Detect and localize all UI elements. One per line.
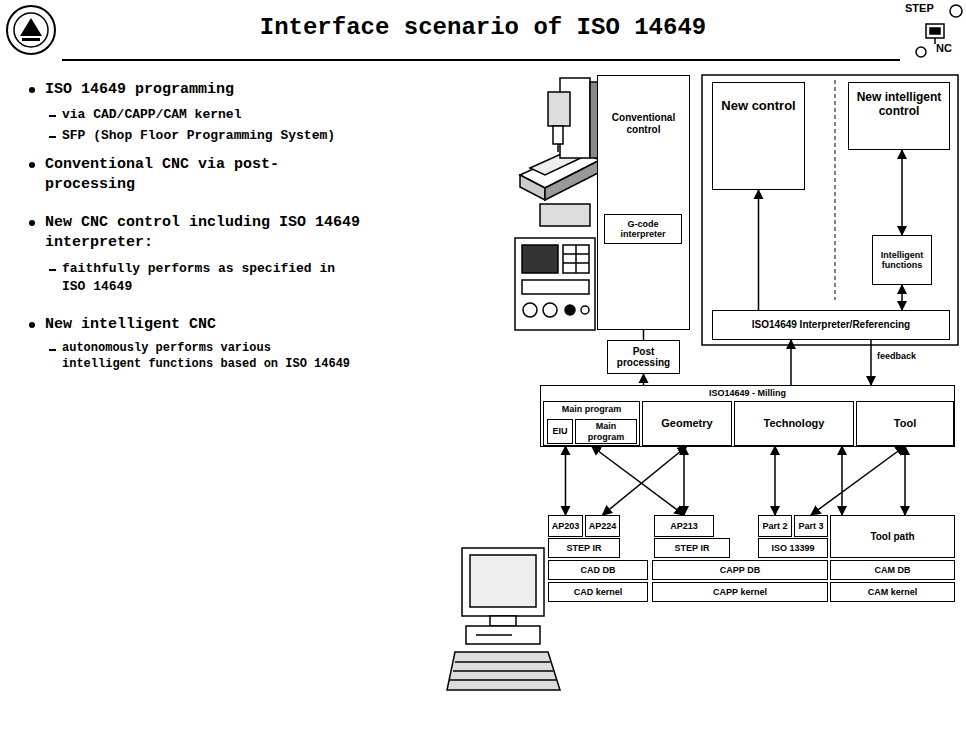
box-label: Post processing — [610, 346, 677, 369]
connector-arrow — [904, 446, 906, 515]
process-box: Main programEIUMain program — [543, 401, 640, 446]
logo-text: STEP — [905, 2, 934, 14]
box-label: Part 3 — [798, 521, 823, 531]
process-box: STEP IR — [654, 538, 730, 558]
box-label: Tool — [894, 417, 916, 430]
connector-arrow — [603, 446, 688, 515]
process-box: New intelligent control — [848, 82, 950, 150]
bullet-text: New intelligent CNC — [45, 315, 365, 335]
box-label: Main program — [562, 404, 622, 414]
process-box: CAPP DB — [652, 560, 828, 580]
process-box: STEP IR — [548, 538, 620, 558]
box-label: AP213 — [670, 521, 698, 531]
bullet-text: via CAD/CAPP/CAM kernel — [62, 106, 382, 124]
process-box: Post processing — [607, 340, 680, 374]
box-label: Main program — [578, 421, 634, 442]
box-label: CAPP DB — [720, 565, 760, 575]
box-label: Intelligent functions — [875, 250, 929, 271]
box-label: CAPP kernel — [713, 587, 767, 597]
box-label: G-code interpreter — [607, 219, 679, 240]
process-box: AP213 — [654, 515, 714, 537]
computer — [447, 548, 560, 690]
process-box: ISO 13399 — [758, 538, 828, 558]
box-label: ISO14649 - Milling — [709, 388, 786, 398]
box-label: New control — [721, 99, 795, 114]
process-box: CAM DB — [830, 560, 955, 580]
connector-arrow — [870, 340, 872, 385]
box-label: AP203 — [552, 521, 580, 531]
process-box: AP224 — [585, 515, 620, 537]
connector-arrow — [643, 374, 645, 385]
box-label: STEP IR — [675, 543, 710, 553]
bullet-text: New CNC control including ISO 14649 inte… — [45, 213, 375, 254]
box-label: CAM DB — [875, 565, 911, 575]
cnc-control-panel — [515, 238, 595, 330]
logo-text: NC — [936, 42, 952, 54]
connector-arrow — [592, 446, 685, 515]
box-label: AP224 — [589, 521, 617, 531]
box-label: CAD DB — [581, 565, 616, 575]
title-rule — [62, 59, 900, 61]
process-box: Main program — [575, 419, 637, 444]
box-label: Part 2 — [762, 521, 787, 531]
slide-title: Interface scenario of ISO 14649 — [0, 14, 966, 41]
connector-arrow — [841, 446, 843, 515]
divider-line — [835, 80, 836, 300]
process-box: New control — [712, 82, 805, 190]
box-label: Tool path — [870, 531, 914, 543]
process-box: G-code interpreter — [604, 214, 682, 244]
cnc-machine — [520, 78, 600, 226]
process-box: Conventional controlG-code interpreter — [597, 75, 690, 330]
connector-arrow — [774, 446, 776, 515]
box-label: CAD kernel — [574, 587, 623, 597]
connector-arrow — [901, 285, 903, 310]
connector-arrow — [758, 190, 760, 310]
process-box: Part 3 — [794, 515, 828, 537]
connector-arrow — [565, 446, 567, 515]
process-box: Tool path — [830, 515, 955, 558]
box-label: STEP IR — [567, 543, 602, 553]
process-box: Part 2 — [758, 515, 792, 537]
process-box: CAM kernel — [830, 582, 955, 602]
bullet-text: SFP (Shop Floor Programming System) — [62, 127, 392, 145]
process-box: CAD kernel — [548, 582, 648, 602]
edge-label: feedback — [876, 351, 917, 361]
process-box: CAPP kernel — [652, 582, 828, 602]
process-box: AP203 — [548, 515, 583, 537]
box-label: CAM kernel — [868, 587, 918, 597]
university-logo — [7, 6, 55, 54]
process-box: Geometry — [642, 401, 732, 446]
box-label: ISO14649 Interpreter/Referencing — [752, 319, 910, 331]
connector-arrow — [790, 340, 792, 385]
connector-arrow — [811, 446, 905, 515]
box-label: New intelligent control — [851, 91, 947, 119]
connector-arrow — [683, 446, 685, 515]
bullet-text: autonomously performs various intelligen… — [62, 340, 352, 372]
bullet-text: Conventional CNC via post-processing — [45, 155, 285, 196]
process-box: EIU — [547, 419, 573, 444]
box-label: ISO 13399 — [771, 543, 814, 553]
process-box: ISO14649 Interpreter/Referencing — [712, 310, 950, 340]
bullet-text: ISO 14649 programming — [45, 80, 365, 100]
box-label: Conventional control — [600, 112, 687, 135]
process-box: ISO14649 - MillingMain programEIUMain pr… — [540, 385, 955, 447]
new-cnc-frame — [702, 75, 958, 345]
process-box: Intelligent functions — [872, 235, 932, 285]
box-label: Geometry — [661, 417, 712, 430]
box-label: EIU — [552, 426, 567, 436]
box-label: Technology — [764, 417, 825, 430]
process-box: Technology — [734, 401, 854, 446]
bullet-text: faithfully performs as specified in ISO … — [62, 260, 362, 295]
process-box: CAD DB — [548, 560, 648, 580]
connector-arrow — [901, 150, 903, 235]
process-box: Tool — [856, 401, 954, 446]
